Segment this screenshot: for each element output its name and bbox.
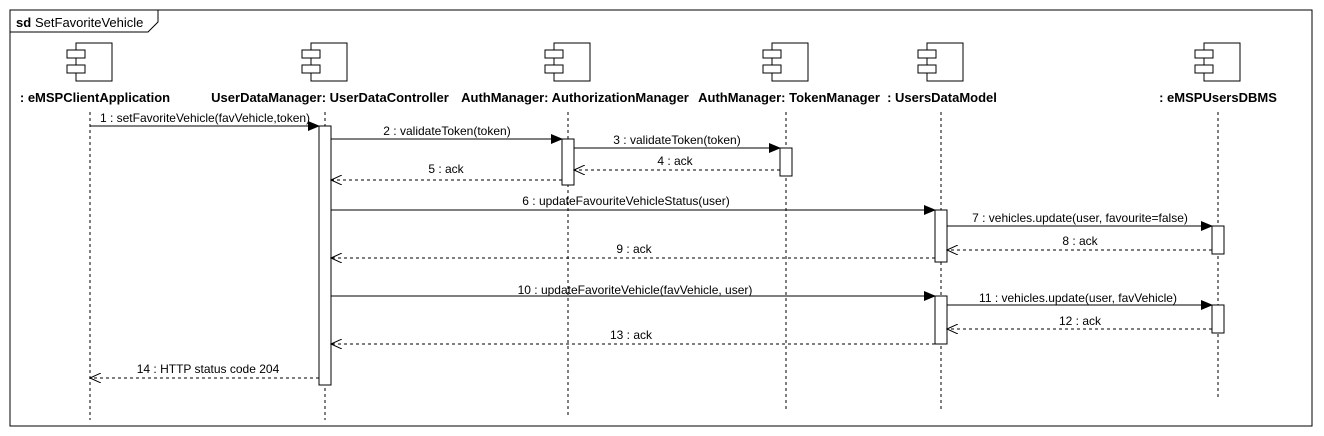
participants: : eMSPClientApplication UserDataManager: … [20, 42, 1277, 105]
participant-udc: UserDataManager: UserDataController [211, 42, 449, 105]
participant-authz: AuthManager: AuthorizationManager [461, 42, 689, 105]
message-1: 1 : setFavoriteVehicle(favVehicle,token) [90, 111, 320, 131]
participant-label: UserDataManager: UserDataController [211, 90, 449, 105]
participant-client: : eMSPClientApplication [20, 42, 170, 105]
component-icon [762, 42, 809, 82]
participant-label: : eMSPClientApplication [20, 90, 170, 105]
message-12: 12 : ack [947, 314, 1212, 329]
activation-bar-dbms [1211, 225, 1225, 255]
participant-dbms: : eMSPUsersDBMS [1159, 42, 1277, 105]
message-label: 5 : ack [428, 162, 464, 176]
message-7: 7 : vehicles.update(user, favourite=fals… [947, 211, 1213, 231]
message-label: 7 : vehicles.update(user, favourite=fals… [972, 211, 1188, 225]
component-icon [544, 42, 591, 82]
activation-bar-token [779, 147, 793, 177]
frame-keyword: sd [16, 15, 31, 30]
activation-bar-dbms [1211, 304, 1225, 334]
message-4: 4 : ack [574, 154, 780, 170]
message-3: 3 : validateToken(token) [574, 133, 781, 153]
message-10: 10 : updateFavoriteVehicle(favVehicle, u… [331, 283, 936, 301]
message-14: 14 : HTTP status code 204 [90, 362, 319, 378]
message-label: 6 : updateFavouriteVehicleStatus(user) [522, 194, 729, 208]
message-8: 8 : ack [947, 234, 1212, 250]
interaction-frame: sd SetFavoriteVehicle [9, 9, 1313, 427]
component-icon [917, 42, 964, 82]
message-label: 14 : HTTP status code 204 [137, 362, 280, 376]
message-6: 6 : updateFavouriteVehicleStatus(user) [331, 194, 936, 215]
activation-bar-udm [934, 295, 948, 345]
message-label: 2 : validateToken(token) [383, 124, 510, 138]
participant-label: : UsersDataModel [887, 90, 997, 105]
message-label: 4 : ack [657, 154, 693, 168]
message-label: 12 : ack [1059, 314, 1102, 328]
component-icon [66, 42, 113, 82]
message-label: 9 : ack [616, 242, 652, 256]
component-icon [301, 42, 348, 82]
message-label: 8 : ack [1062, 234, 1098, 248]
activation-bar-udc [318, 125, 332, 386]
frame-name: SetFavoriteVehicle [35, 15, 143, 30]
message-13: 13 : ack [331, 328, 935, 344]
message-label: 11 : vehicles.update(user, favVehicle) [979, 291, 1177, 305]
message-label: 1 : setFavoriteVehicle(favVehicle,token) [100, 111, 310, 125]
participant-udm: : UsersDataModel [887, 42, 997, 105]
message-9: 9 : ack [331, 242, 935, 258]
participant-label: : eMSPUsersDBMS [1159, 90, 1277, 105]
activation-bar-udm [934, 209, 948, 263]
participant-label: AuthManager: TokenManager [698, 90, 880, 105]
message-5: 5 : ack [331, 162, 562, 180]
participant-label: AuthManager: AuthorizationManager [461, 90, 689, 105]
component-icon [1194, 42, 1241, 82]
messages: 1 : setFavoriteVehicle(favVehicle,token)… [90, 111, 1213, 378]
message-11: 11 : vehicles.update(user, favVehicle) [947, 291, 1213, 310]
participant-token: AuthManager: TokenManager [698, 42, 880, 105]
message-label: 13 : ack [610, 328, 653, 342]
activation-bar-authz [561, 138, 575, 186]
message-label: 10 : updateFavoriteVehicle(favVehicle, u… [518, 283, 753, 297]
message-label: 3 : validateToken(token) [613, 133, 740, 147]
message-2: 2 : validateToken(token) [331, 124, 563, 144]
